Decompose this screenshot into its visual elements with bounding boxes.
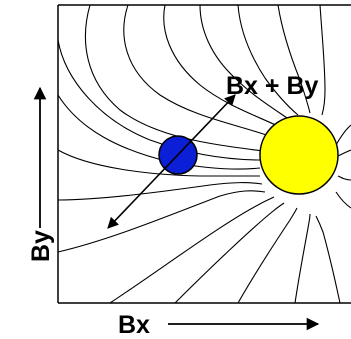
large-body [259, 115, 339, 195]
field-line [199, 4, 291, 121]
field-line [337, 175, 351, 181]
field-line [335, 191, 351, 209]
field-line [237, 207, 298, 304]
field-line [174, 202, 285, 304]
field-line [163, 4, 283, 129]
field-line [315, 215, 341, 304]
diagonal-arrow [107, 94, 236, 229]
frame [57, 4, 351, 304]
label-bx-plus-by: Bx + By [226, 72, 319, 100]
field-line [57, 190, 266, 253]
field-line [294, 213, 311, 304]
field-line [237, 4, 299, 116]
label-by: By [27, 230, 55, 262]
field-lines [57, 4, 351, 304]
field-line [57, 39, 263, 161]
label-bx: Bx [118, 311, 150, 339]
field-line [109, 196, 275, 304]
field-line [277, 4, 311, 114]
field-line [337, 149, 351, 157]
field-line [335, 124, 351, 146]
field-line [57, 182, 263, 201]
field-line [319, 4, 326, 116]
